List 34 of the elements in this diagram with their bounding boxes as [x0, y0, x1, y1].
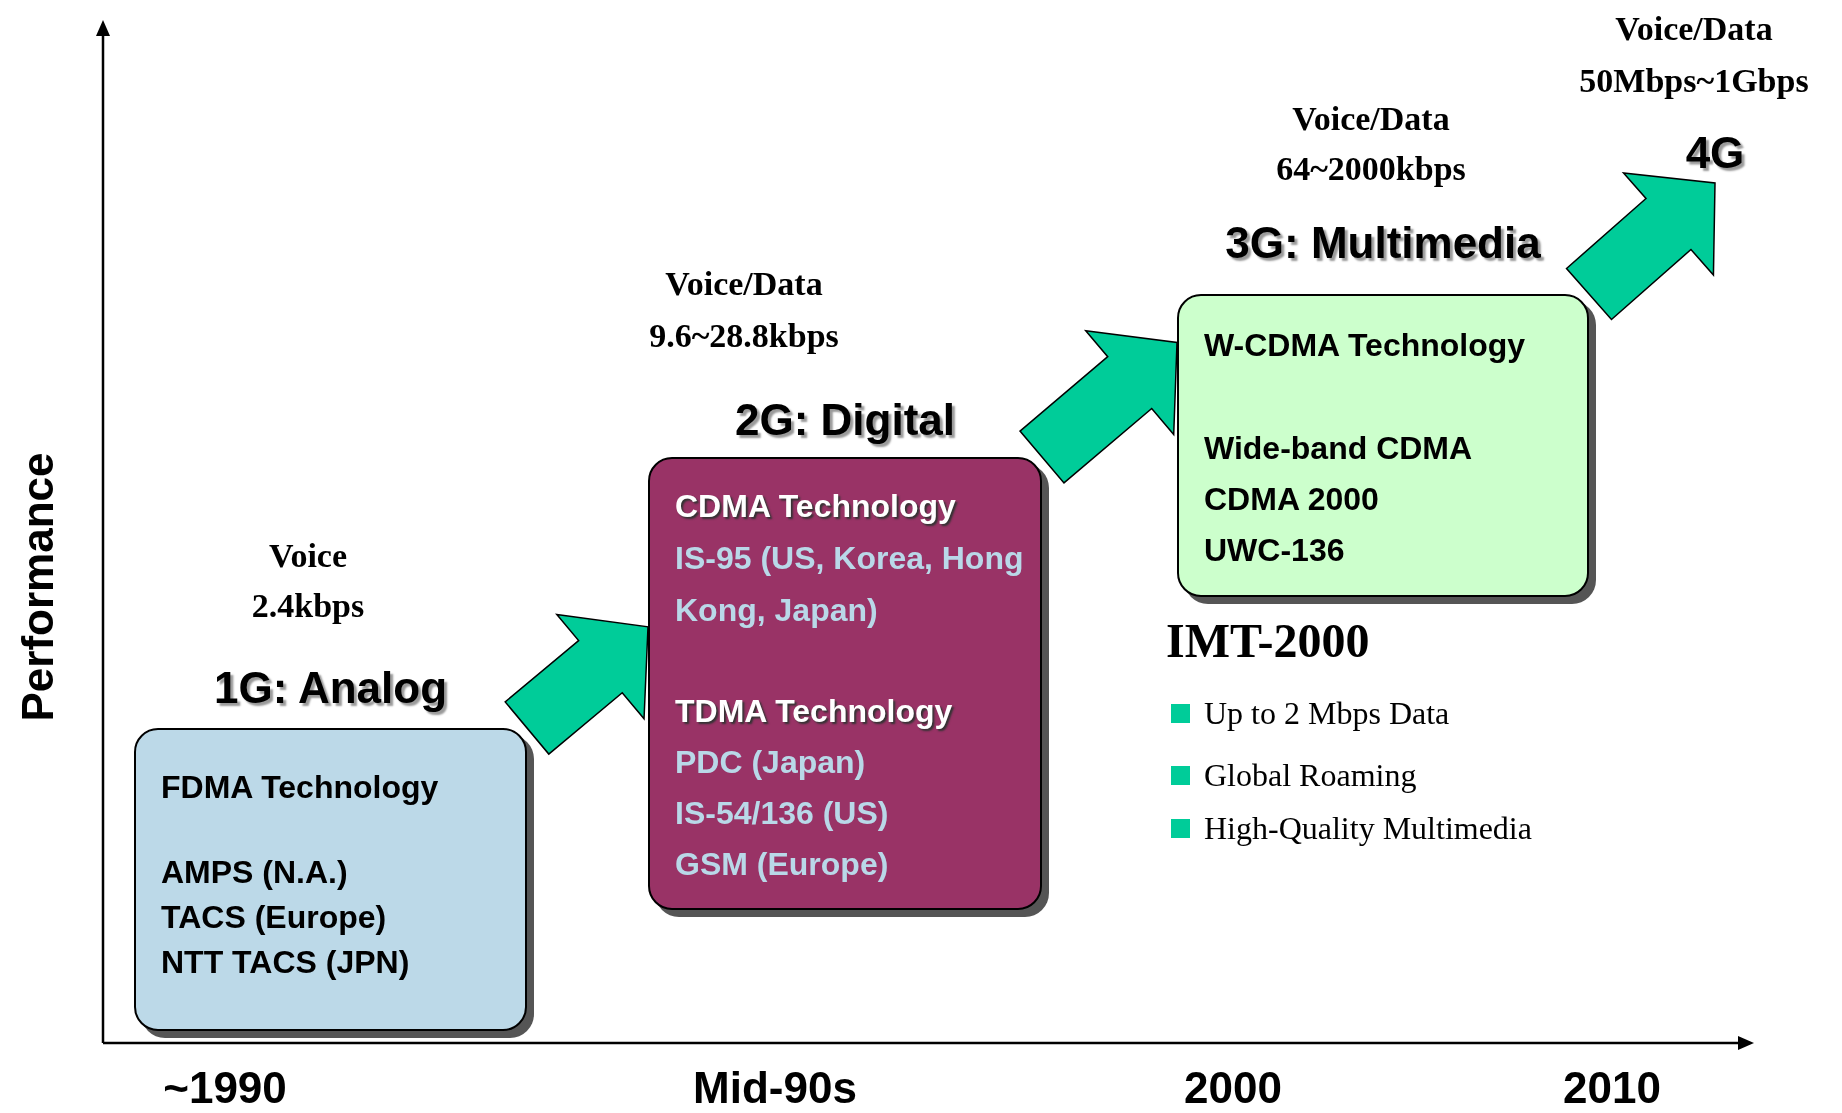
data-rate-text: Voice/Data 50Mbps~1Gbps [1578, 9, 1810, 101]
block-arrow [504, 613, 649, 756]
feature-text: Up to 2 Mbps Data [1204, 694, 1450, 733]
axis-tick-label: 2010 [1563, 1062, 1661, 1113]
technology-text: AMPS (N.A.) [161, 853, 349, 892]
technology-text: W-CDMA Technology [1204, 326, 1527, 365]
technology-text: UWC-136 [1204, 531, 1346, 570]
data-rate-text: Voice/Data 9.6~28.8kbps [648, 264, 840, 356]
technology-text: PDC (Japan) [675, 743, 867, 782]
technology-text: GSM (Europe) [675, 845, 890, 884]
technology-text: CDMA 2000 [1204, 480, 1380, 519]
axis-tick-label: 2000 [1184, 1062, 1282, 1113]
axis-tick-label: ~1990 [163, 1062, 287, 1113]
standard-heading: IMT-2000 [1166, 613, 1370, 669]
block-arrow [1565, 172, 1716, 321]
generation-heading: 2G: Digital [734, 394, 956, 446]
technology-text: NTT TACS (JPN) [161, 943, 411, 982]
data-rate-text: Voice 2.4kbps [250, 536, 366, 626]
technology-text: Wide-band CDMA [1204, 429, 1474, 468]
axis-tick-label: Mid-90s [693, 1062, 857, 1113]
feature-text: High-Quality Multimedia [1204, 809, 1532, 848]
technology-text: IS-54/136 (US) [675, 794, 890, 833]
axis-title: Performance [11, 452, 63, 722]
generation-heading: 4G [1675, 123, 1755, 183]
technology-text: CDMA Technology [675, 487, 957, 526]
technology-text: TACS (Europe) [161, 898, 388, 937]
technology-text: TDMA Technology [675, 692, 954, 731]
data-rate-text: Voice/Data 64~2000kbps [1275, 99, 1467, 189]
generation-heading: 1G: Analog [212, 662, 448, 714]
technology-text: IS-95 (US, Korea, Hong Kong, Japan) [675, 539, 1025, 630]
technology-text: FDMA Technology [161, 768, 440, 807]
block-arrow [1018, 329, 1178, 484]
feature-text: Global Roaming [1204, 756, 1417, 795]
generation-heading: 3G: Multimedia [1224, 217, 1542, 269]
